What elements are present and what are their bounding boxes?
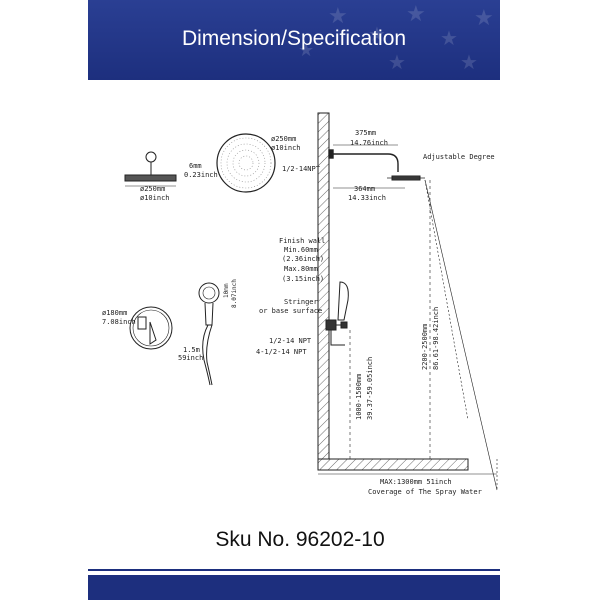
valve-height-mm: 1000-1500mm bbox=[355, 374, 363, 420]
npt-half: 1/2-14 NPT bbox=[269, 337, 312, 345]
hose-15m: 1.5m bbox=[183, 346, 200, 354]
valve-height-in: 39.37-59.05inch bbox=[366, 357, 374, 420]
arm-1476in: 14.76inch bbox=[350, 139, 388, 147]
top-view-6mm: 6mm bbox=[189, 162, 202, 170]
head-250mm: ø250mm bbox=[271, 135, 296, 143]
star-icon: ★ bbox=[460, 50, 478, 74]
valve-plate bbox=[129, 306, 173, 350]
footer-divider bbox=[88, 569, 500, 571]
star-icon: ★ bbox=[474, 6, 494, 31]
header-banner: ★ ★ ★ ★ ★ ★ ★ ★ Dimension/Specification bbox=[88, 0, 500, 80]
top-view-023in: 0.23inch bbox=[184, 171, 218, 179]
arm-1433in: 14.33inch bbox=[348, 194, 386, 202]
height-range-mm: 2200-2500mm bbox=[421, 324, 429, 370]
star-icon: ★ bbox=[406, 2, 426, 27]
valve-708in: 7.08inch bbox=[102, 318, 136, 326]
max-80mm: Max.80mm bbox=[284, 265, 318, 273]
finish-wall-label: Finish wall bbox=[279, 237, 325, 245]
arm-375mm: 375mm bbox=[355, 129, 376, 137]
handheld-shower bbox=[198, 282, 220, 386]
shower-head-face bbox=[216, 133, 276, 193]
star-icon: ★ bbox=[440, 26, 458, 50]
star-icon: ★ bbox=[298, 40, 315, 61]
footer-bar bbox=[88, 575, 500, 600]
star-icon: ★ bbox=[388, 50, 406, 74]
star-icon: ★ bbox=[328, 4, 348, 29]
page-title: Dimension/Specification bbox=[181, 27, 407, 50]
height-range-in: 86.61-98.42inch bbox=[432, 307, 440, 370]
handheld-h2: 8.07inch bbox=[231, 279, 238, 308]
handheld-h1: 10mm bbox=[223, 283, 230, 298]
head-10in: ø10inch bbox=[271, 144, 301, 152]
base-surface-label: or base surface bbox=[259, 307, 322, 315]
top-view-10in: ø10inch bbox=[140, 194, 170, 202]
hose-59in: 59inch bbox=[178, 354, 203, 362]
min-60mm: Min.60mm bbox=[284, 246, 318, 254]
arm-364mm: 364mm bbox=[354, 185, 375, 193]
min-236in: (2.36inch) bbox=[282, 255, 324, 263]
npt-half-top: 1/2-14NPT bbox=[282, 165, 321, 173]
npt-4half: 4-1/2-14 NPT bbox=[256, 348, 307, 356]
shower-arm bbox=[328, 149, 425, 181]
wall bbox=[317, 112, 469, 471]
star-icon: ★ bbox=[368, 22, 386, 46]
valve-180mm: ø180mm bbox=[102, 309, 127, 317]
spray-coverage-label: Coverage of The Spray Water bbox=[368, 488, 482, 496]
adjustable-degree-label: Adjustable Degree bbox=[423, 153, 495, 161]
stringer-label: Stringer bbox=[284, 298, 318, 306]
top-view-250mm: ø250mm bbox=[140, 185, 165, 193]
spray-max-label: MAX:1300mm 51inch bbox=[380, 478, 452, 486]
sku-number: Sku No. 96202-10 bbox=[215, 528, 385, 551]
top-view-arm bbox=[124, 151, 177, 187]
max-315in: (3.15inch) bbox=[282, 275, 324, 283]
wall-hand-shower bbox=[325, 281, 349, 346]
